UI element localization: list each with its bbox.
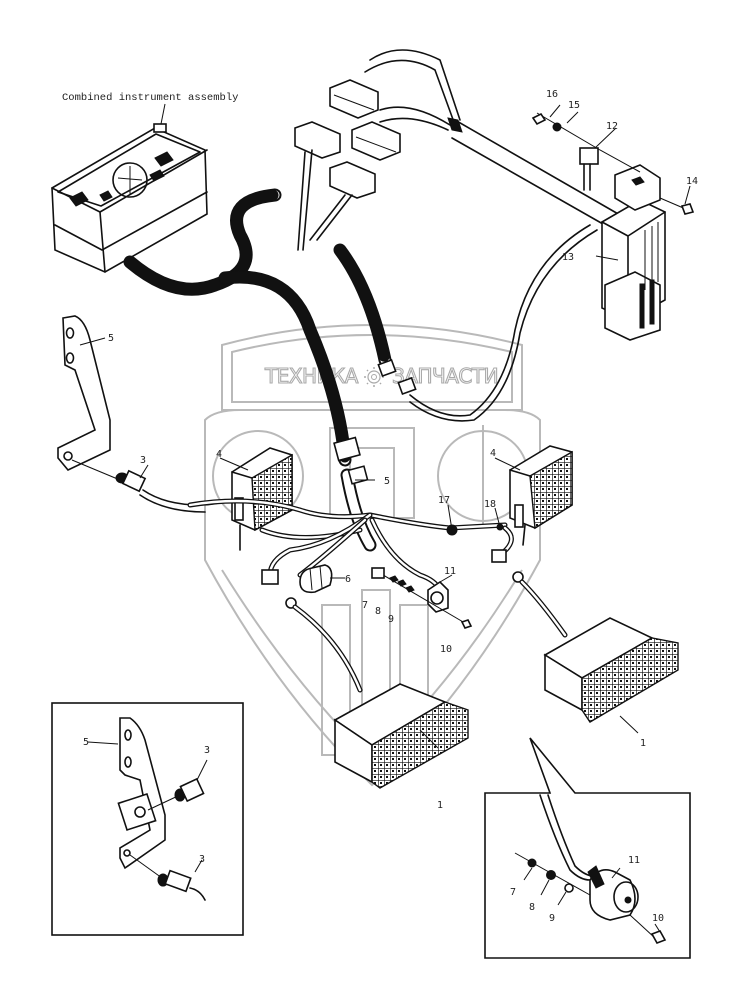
callout-17: 17 xyxy=(438,495,450,506)
callout-1-right: 1 xyxy=(640,738,646,749)
watermark-left-text: ТЕХНИКА xyxy=(264,364,359,388)
callout-10-inset: 10 xyxy=(652,913,664,924)
main-harness xyxy=(294,49,623,422)
callout-13: 13 xyxy=(562,252,574,263)
callout-16: 16 xyxy=(546,89,558,100)
callout-4-right: 4 xyxy=(490,448,496,459)
callout-7-inset: 7 xyxy=(510,887,516,898)
callout-leaders xyxy=(355,104,691,933)
callout-3-main: 3 xyxy=(140,455,146,466)
callout-4-left: 4 xyxy=(216,449,222,460)
callout-11-main: 11 xyxy=(444,566,456,577)
callout-8-inset: 8 xyxy=(529,902,535,913)
lamp-1-left xyxy=(333,683,469,789)
callout-9-inset: 9 xyxy=(549,913,555,924)
callout-3-inset-bottom: 3 xyxy=(199,854,205,865)
callout-8-main: 8 xyxy=(375,606,381,617)
corrugated-conduit xyxy=(123,188,392,552)
callout-11-inset: 11 xyxy=(628,855,640,866)
callout-15: 15 xyxy=(568,100,580,111)
module-4-left xyxy=(219,447,293,532)
lamp-1-right xyxy=(512,571,679,723)
callout-14: 14 xyxy=(686,176,698,187)
callout-1-left: 1 xyxy=(437,800,443,811)
callout-9-main: 9 xyxy=(388,614,394,625)
callout-5-inset: 5 xyxy=(83,737,89,748)
combined-instrument-assembly xyxy=(51,123,208,273)
watermark-right-text: ЗАПЧАСТИ xyxy=(392,364,498,388)
inset-bracket-detail xyxy=(51,702,244,936)
callout-10-main: 10 xyxy=(440,644,452,655)
sensor-6 xyxy=(299,564,345,594)
callout-3-inset-top: 3 xyxy=(204,745,210,756)
assembly-label: Combined instrument assembly xyxy=(62,92,238,104)
inset-sensor-detail xyxy=(484,737,691,959)
fuse-relay-block xyxy=(601,164,666,341)
callout-5-connector: 5 xyxy=(384,476,390,487)
relay-12 xyxy=(531,112,695,215)
connector-left-lamp xyxy=(285,597,363,693)
callout-12: 12 xyxy=(606,121,618,132)
callout-6: 6 xyxy=(345,574,351,585)
callout-5-bracket: 5 xyxy=(108,333,114,344)
assembly-leader-line xyxy=(160,103,166,125)
callout-18: 18 xyxy=(484,499,496,510)
sensor-11-main xyxy=(371,567,473,629)
bracket-5 xyxy=(57,315,111,471)
module-4-right xyxy=(494,445,573,530)
callout-7-main: 7 xyxy=(362,600,368,611)
